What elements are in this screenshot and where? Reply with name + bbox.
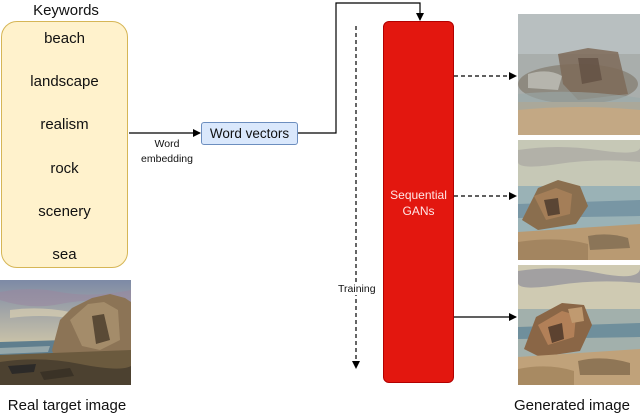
keyword-sea: sea <box>52 246 77 263</box>
gan-label-line-2: GANs <box>402 204 435 218</box>
generated-image-3 <box>518 265 640 385</box>
keyword-beach: beach <box>44 30 85 47</box>
real-target-image <box>0 280 131 385</box>
word-vectors-box: Word vectors <box>201 122 298 145</box>
sequential-gans-block <box>383 21 454 383</box>
keyword-rock: rock <box>50 160 79 177</box>
sequential-gans-label: Sequential GANs <box>383 187 454 219</box>
gan-label-line-1: Sequential <box>390 188 447 202</box>
word-embedding-label: Word embedding <box>131 137 203 167</box>
generated-image-caption: Generated image <box>514 397 630 414</box>
generated-image-1 <box>518 14 640 135</box>
keyword-landscape: landscape <box>30 73 99 90</box>
word-embedding-line-2: embedding <box>141 153 193 165</box>
word-embedding-line-1: Word <box>154 138 180 150</box>
vectors-to-gan-arrow <box>298 2 424 134</box>
training-label: Training <box>337 283 377 295</box>
keyword-scenery: scenery <box>38 203 91 220</box>
real-target-caption: Real target image <box>7 397 127 414</box>
generated-image-2 <box>518 140 640 260</box>
keywords-box: beach landscape realism rock scenery sea <box>1 21 128 268</box>
keyword-realism: realism <box>40 116 89 133</box>
keywords-title: Keywords <box>33 2 99 19</box>
